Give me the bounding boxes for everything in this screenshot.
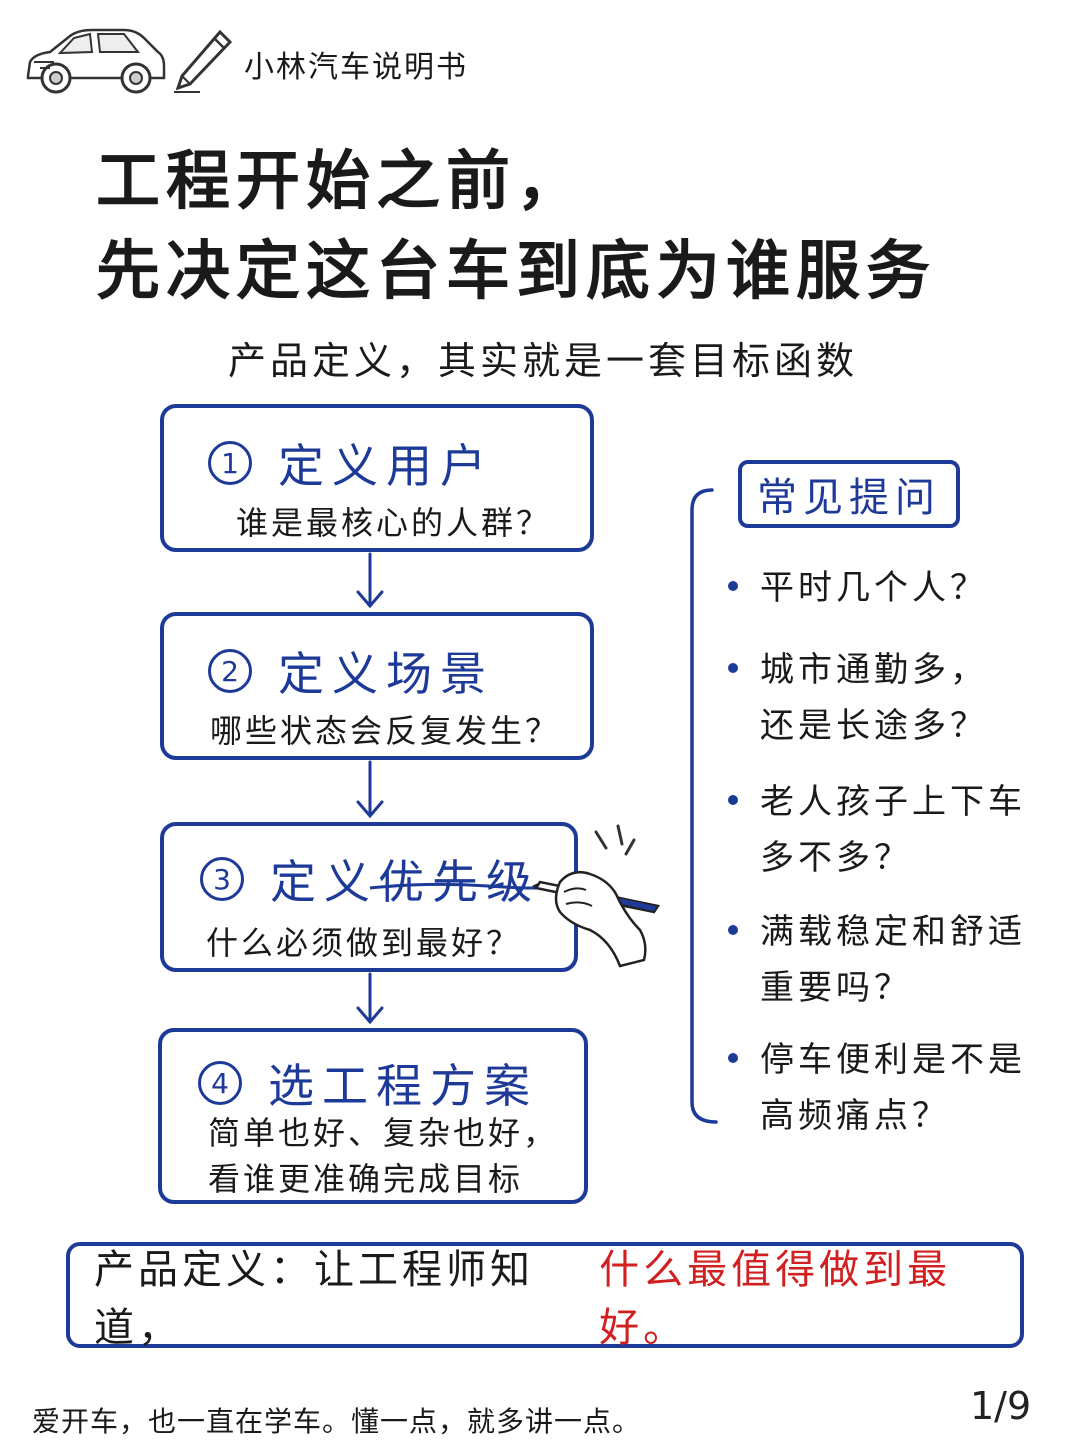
faq-item: 平时几个人？ — [728, 560, 988, 616]
conclusion-prefix: 产品定义：让工程师知道， — [94, 1247, 534, 1351]
footer-text: 爱开车，也一直在学车。懂一点，就多讲一点。 — [32, 1405, 642, 1438]
faq-item: 停车便利是不是 高频痛点？ — [728, 1032, 1026, 1144]
hand-with-pen-icon — [532, 824, 661, 968]
step-1-box: 1 定义用户 谁是最核心的人群？ — [160, 404, 594, 552]
page-title-line2: 先决定这台车到底为谁服务 — [96, 235, 936, 309]
faq-bracket — [690, 488, 718, 1124]
page-title-line1: 工程开始之前， — [96, 145, 586, 219]
step-4-desc-line2: 看谁更准确完成目标 — [208, 1160, 524, 1198]
faq-item: 满载稳定和舒适 重要吗？ — [728, 904, 1026, 1016]
step-3-box: 3 定义优先级 什么必须做到最好？ — [160, 822, 578, 972]
underline-scribble — [369, 882, 548, 890]
step-2-box: 2 定义场景 哪些状态会反复发生？ — [160, 612, 594, 760]
bullet-icon — [728, 924, 738, 935]
step-number-3: 3 — [200, 857, 244, 901]
step-3-title: 定义优先级 — [270, 855, 540, 909]
bullet-icon — [728, 1052, 738, 1063]
step-3-heading: 3 定义优先级 — [200, 846, 540, 912]
step-number-2: 2 — [208, 649, 252, 693]
bullet-icon — [728, 580, 738, 591]
step-number-4: 4 — [198, 1061, 242, 1105]
step-2-heading: 2 定义场景 — [208, 638, 494, 704]
bullet-icon — [728, 662, 738, 673]
car-icon — [26, 28, 166, 94]
brand-name: 小林汽车说明书 — [244, 50, 468, 85]
page-number: 1/9 — [970, 1384, 1032, 1428]
faq-item: 老人孩子上下车 多不多？ — [728, 774, 1026, 886]
conclusion-box: 产品定义：让工程师知道， 什么最值得做到最好。 — [66, 1242, 1024, 1351]
step-4-heading: 4 选工程方案 — [198, 1050, 538, 1116]
arrow-down-icon — [356, 552, 384, 609]
step-1-heading: 1 定义用户 — [208, 430, 494, 496]
step-4-box: 4 选工程方案 简单也好、复杂也好， 看谁更准确完成目标 — [158, 1028, 588, 1204]
arrow-down-icon — [356, 760, 384, 819]
step-4-title: 选工程方案 — [268, 1059, 538, 1113]
step-2-desc: 哪些状态会反复发生？ — [210, 712, 561, 750]
bullet-icon — [728, 794, 738, 805]
faq-title: 常见提问 — [738, 460, 960, 528]
step-1-title: 定义用户 — [278, 439, 494, 493]
step-number-1: 1 — [208, 441, 252, 485]
step-3-desc: 什么必须做到最好？ — [206, 924, 522, 962]
step-4-desc-line1: 简单也好、复杂也好， — [208, 1114, 559, 1152]
faq-item: 城市通勤多， 还是长途多？ — [728, 642, 988, 754]
step-1-desc: 谁是最核心的人群？ — [236, 504, 552, 542]
page-subtitle: 产品定义，其实就是一套目标函数 — [228, 339, 859, 383]
step-2-title: 定义场景 — [278, 647, 494, 701]
arrow-down-icon — [356, 972, 384, 1025]
pencil-icon — [174, 29, 233, 93]
conclusion-highlight: 什么最值得做到最好。 — [599, 1247, 952, 1351]
